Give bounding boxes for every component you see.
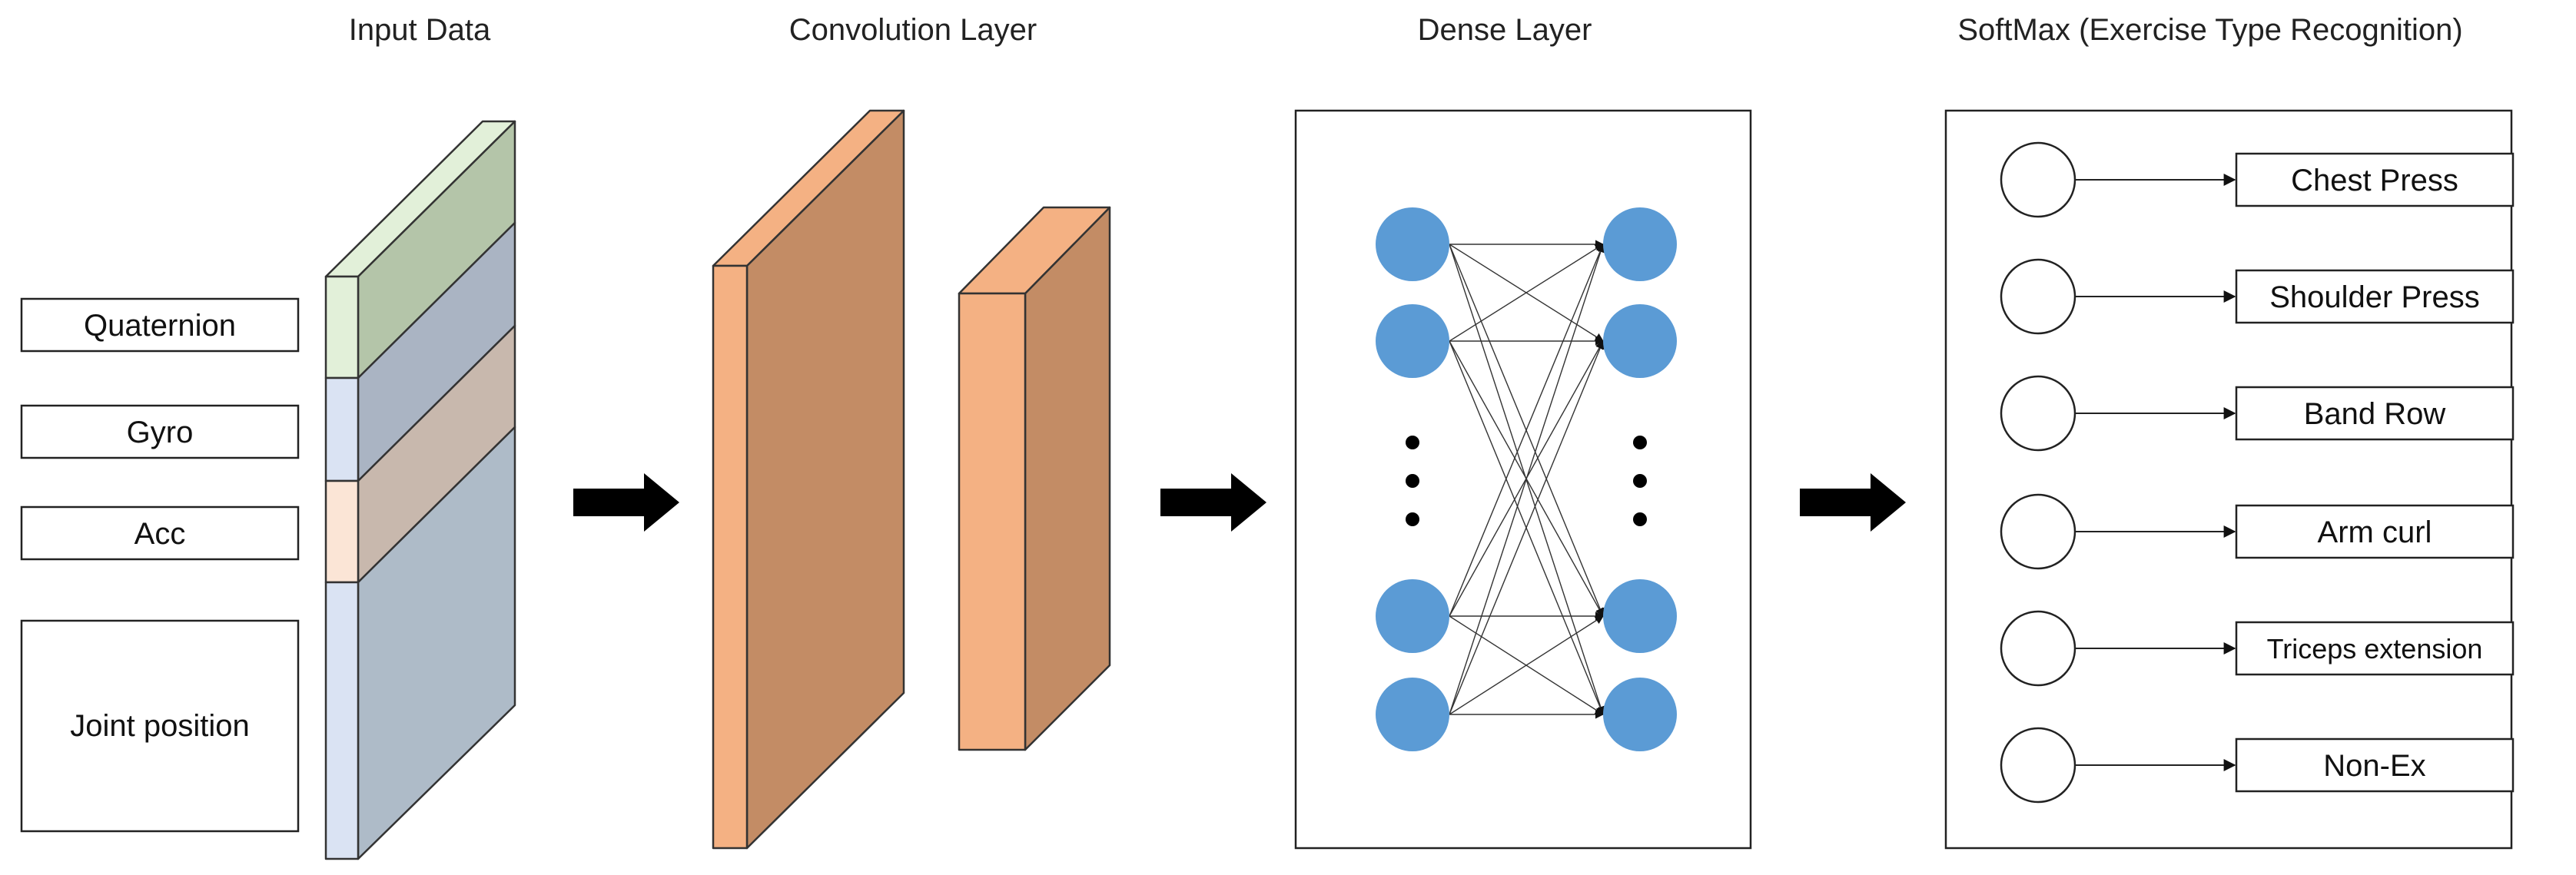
dense-connections — [1449, 240, 1605, 719]
svg-text:Shoulder Press: Shoulder Press — [2269, 280, 2479, 314]
dense-layer-panel — [1294, 109, 1752, 850]
conv-small-side — [1024, 206, 1111, 751]
softmax-output-shoulder-press: Shoulder Press — [2000, 258, 2515, 335]
arrow-right-icon — [1160, 473, 1266, 532]
conv-block-small — [958, 206, 1111, 751]
neuron — [1376, 304, 1449, 378]
neuron — [1603, 678, 1677, 751]
neuron — [1603, 579, 1677, 653]
neuron — [1376, 207, 1449, 281]
input-label-gyro: Gyro — [20, 404, 300, 459]
svg-text:Gyro: Gyro — [127, 416, 194, 449]
softmax-panel — [1944, 109, 2513, 850]
conv-small-front — [958, 292, 1027, 751]
gyro-front — [324, 376, 360, 482]
input-data-block — [324, 120, 516, 860]
arrow-right-icon — [1800, 473, 1906, 532]
acc-front — [324, 479, 360, 584]
joint-front — [324, 581, 360, 860]
dense-output-neurons — [1603, 207, 1677, 751]
arrow-right-icon — [573, 473, 679, 532]
svg-text:Non-Ex: Non-Ex — [2323, 749, 2425, 783]
svg-text:Acc: Acc — [134, 517, 186, 551]
input-label-quaternion: Quaternion — [20, 297, 300, 353]
svg-text:Arm curl: Arm curl — [2318, 515, 2432, 549]
neuron — [1376, 579, 1449, 653]
svg-text:Triceps extension: Triceps extension — [2267, 633, 2483, 665]
ellipsis-dots-icon — [1406, 436, 1647, 526]
convolution-layer-title: Convolution Layer — [789, 13, 1037, 47]
softmax-title: SoftMax (Exercise Type Recognition) — [1957, 13, 2462, 47]
neuron — [1603, 207, 1677, 281]
softmax-output-arm-curl: Arm curl — [2000, 493, 2515, 570]
input-label-joint-position: Joint position — [20, 619, 300, 833]
conv-block-large — [712, 109, 905, 850]
softmax-output-triceps-extension: Triceps extension — [2000, 610, 2515, 687]
svg-text:Chest Press: Chest Press — [2291, 164, 2458, 197]
svg-text:Quaternion: Quaternion — [84, 309, 236, 343]
svg-text:Joint position: Joint position — [70, 709, 249, 743]
softmax-output-chest-press: Chest Press — [2000, 141, 2515, 218]
dense-input-neurons — [1376, 207, 1449, 751]
conv-large-front — [712, 264, 749, 850]
neuron — [1603, 304, 1677, 378]
input-data-title: Input Data — [349, 13, 491, 47]
dense-layer-title: Dense Layer — [1418, 13, 1592, 47]
input-label-acc: Acc — [20, 505, 300, 561]
neuron — [1376, 678, 1449, 751]
svg-text:Band Row: Band Row — [2304, 397, 2446, 431]
quaternion-front — [324, 275, 360, 379]
softmax-output-band-row: Band Row — [2000, 375, 2515, 452]
softmax-output-non-ex: Non-Ex — [2000, 727, 2515, 804]
